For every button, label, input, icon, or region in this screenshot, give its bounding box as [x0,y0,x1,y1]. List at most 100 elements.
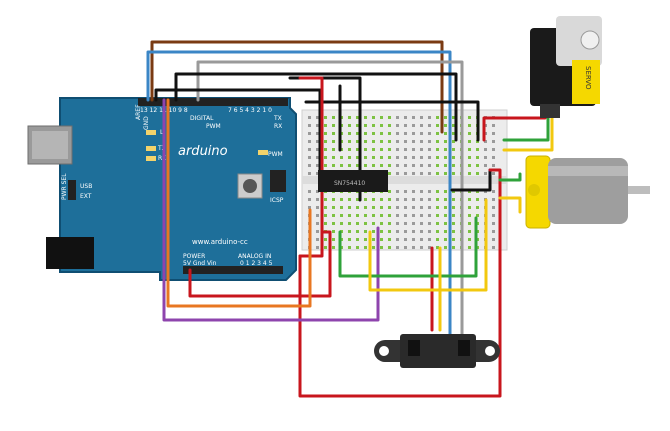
breadboard-hole [348,222,351,225]
analog-pins: 0 1 2 3 4 5 [240,260,273,267]
digital-header [138,98,288,106]
breadboard-hole [436,148,439,151]
breadboard-hole [428,164,431,167]
breadboard-hole [468,230,471,233]
breadboard-hole [436,172,439,175]
breadboard-hole [476,198,479,201]
breadboard-hole [436,140,439,143]
breadboard-hole [444,172,447,175]
breadboard-hole [396,140,399,143]
breadboard-hole [444,116,447,119]
breadboard-hole [308,148,311,151]
breadboard-hole [348,238,351,241]
breadboard-hole [476,214,479,217]
breadboard-hole [404,132,407,135]
breadboard-hole [452,140,455,143]
breadboard-hole [316,206,319,209]
breadboard-hole [324,140,327,143]
led-l [146,130,156,135]
pwr-sel-label: PWR SEL [61,173,68,200]
breadboard-hole [452,164,455,167]
breadboard-hole [404,198,407,201]
breadboard-hole [444,140,447,143]
breadboard-hole [404,206,407,209]
servo-label: SERVO [584,66,592,90]
breadboard-hole [340,230,343,233]
breadboard-hole [436,238,439,241]
breadboard-hole [412,156,415,159]
breadboard-hole [388,190,391,193]
breadboard-hole [412,198,415,201]
breadboard-hole [444,156,447,159]
breadboard-hole [364,206,367,209]
breadboard-hole [324,124,327,127]
breadboard-hole [308,198,311,201]
wire-red-3 [482,116,547,142]
breadboard-hole [380,116,383,119]
servo-horn-plate [556,16,602,66]
breadboard-hole [484,148,487,151]
breadboard-hole [452,206,455,209]
power-analog-header [183,266,283,274]
breadboard-hole [396,132,399,135]
breadboard-hole [396,190,399,193]
breadboard-hole [428,190,431,193]
wire-green-3 [502,116,550,142]
breadboard-hole [484,172,487,175]
motor-terminal [528,184,540,196]
breadboard-hole [404,148,407,151]
power-jack-icon [46,237,94,269]
breadboard-hole [388,164,391,167]
breadboard-hole [356,214,359,217]
breadboard-hole [332,230,335,233]
breadboard-hole [452,222,455,225]
breadboard-hole [428,116,431,119]
breadboard-hole [452,116,455,119]
breadboard-hole [316,172,319,175]
reset-button-cap [243,179,257,193]
breadboard-hole [396,172,399,175]
breadboard-hole [412,230,415,233]
breadboard-hole [468,164,471,167]
breadboard-hole [420,124,423,127]
breadboard-hole [332,206,335,209]
breadboard-hole [316,198,319,201]
breadboard-hole [388,214,391,217]
breadboard-hole [364,140,367,143]
breadboard-hole [364,230,367,233]
breadboard-hole [404,246,407,249]
breadboard-hole [348,156,351,159]
breadboard-hole [380,238,383,241]
breadboard-hole [444,230,447,233]
breadboard-hole [468,222,471,225]
breadboard-hole [428,238,431,241]
breadboard-hole [324,214,327,217]
breadboard-hole [404,164,407,167]
breadboard-hole [436,222,439,225]
breadboard-hole [396,238,399,241]
aref-label: AREF [135,104,142,120]
breadboard-hole [436,230,439,233]
breadboard-hole [348,206,351,209]
breadboard-hole [476,140,479,143]
breadboard-hole [372,238,375,241]
breadboard-hole [324,164,327,167]
breadboard-hole [380,132,383,135]
breadboard-hole [404,116,407,119]
breadboard-hole [348,124,351,127]
breadboard-hole [452,148,455,151]
breadboard-hole [452,238,455,241]
breadboard-hole [412,116,415,119]
breadboard-hole [452,132,455,135]
arduino-pcb [59,97,297,281]
breadboard-hole [316,238,319,241]
breadboard-hole [492,230,495,233]
wire-green-2 [498,172,522,182]
breadboard-hole [316,222,319,225]
breadboard-hole [468,198,471,201]
breadboard-hole [468,132,471,135]
servo-label-strip [572,60,600,104]
breadboard-hole [436,206,439,209]
breadboard-hole [380,124,383,127]
